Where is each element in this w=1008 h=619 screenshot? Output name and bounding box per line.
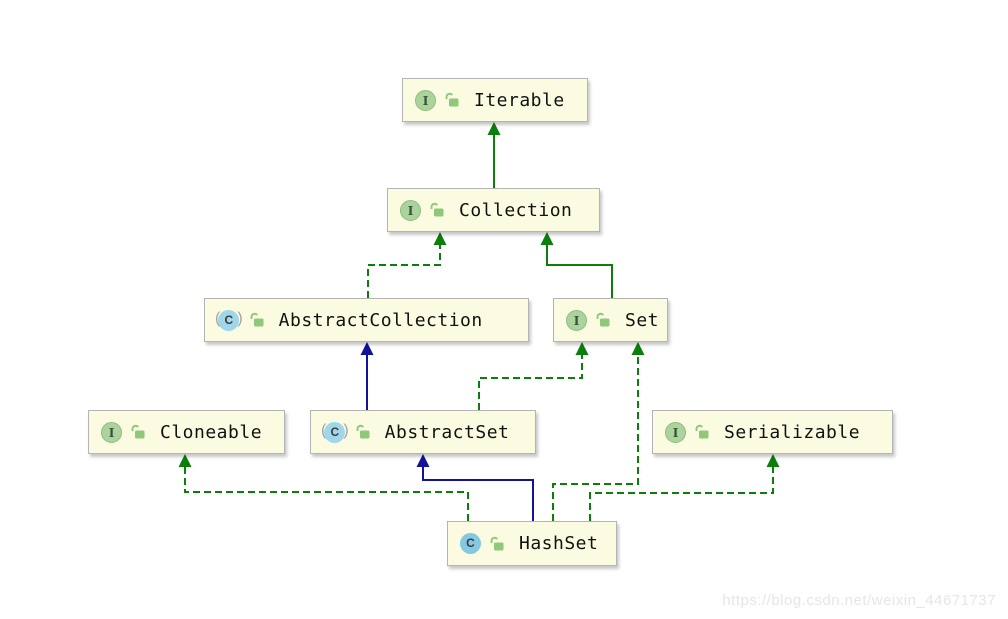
- class-node-iterable[interactable]: I Iterable: [402, 78, 588, 122]
- abstract-class-icon: (C): [321, 421, 349, 443]
- arrowhead-extends: [416, 454, 430, 467]
- edge-hash-set-implements-set: [552, 342, 645, 521]
- edge-set-extends-collection: [540, 232, 613, 298]
- arrowhead-implements: [433, 232, 447, 245]
- interface-icon: I: [400, 199, 421, 221]
- interface-icon: I: [101, 421, 122, 443]
- arrowhead-implements: [178, 454, 192, 467]
- edge-hash-set-extends-abstract-set: [416, 454, 534, 521]
- class-node-abstract-collection[interactable]: (C) AbstractCollection: [204, 298, 529, 342]
- arrowhead-implements: [631, 342, 645, 355]
- public-open-lock-icon: [595, 312, 611, 328]
- edge-abstract-set-extends-abstract-collection: [360, 342, 374, 410]
- class-name-label: AbstractCollection: [278, 309, 483, 331]
- class-name-label: Cloneable: [160, 421, 263, 443]
- interface-icon: I: [665, 421, 686, 443]
- public-open-lock-icon: [444, 92, 460, 108]
- edge-hash-set-implements-serializable: [589, 454, 780, 521]
- arrowhead-extends: [360, 342, 374, 355]
- class-node-serializable[interactable]: I Serializable: [652, 410, 893, 454]
- public-open-lock-icon: [355, 424, 371, 440]
- edge-hash-set-implements-cloneable: [178, 454, 469, 521]
- abstract-class-icon: (C): [215, 309, 243, 331]
- class-node-cloneable[interactable]: I Cloneable: [88, 410, 285, 454]
- edge-abstract-set-implements-set: [478, 342, 589, 410]
- public-open-lock-icon: [694, 424, 710, 440]
- class-name-label: Collection: [459, 199, 573, 221]
- public-open-lock-icon: [489, 536, 505, 552]
- edge-abstract-collection-implements-collection: [367, 232, 447, 298]
- arrowhead-implements: [766, 454, 780, 467]
- class-name-label: Set: [625, 309, 660, 331]
- class-node-collection[interactable]: I Collection: [387, 188, 600, 232]
- class-name-label: Iterable: [474, 89, 565, 111]
- class-icon: C: [460, 533, 481, 554]
- class-name-label: Serializable: [724, 421, 861, 443]
- class-name-label: HashSet: [519, 533, 599, 554]
- class-name-label: AbstractSet: [384, 421, 510, 443]
- watermark: https://blog.csdn.net/weixin_44671737: [722, 592, 996, 609]
- public-open-lock-icon: [130, 424, 146, 440]
- interface-icon: I: [415, 89, 436, 111]
- edge-collection-extends-iterable: [487, 122, 501, 188]
- public-open-lock-icon: [249, 312, 265, 328]
- arrowhead-extends: [540, 232, 554, 245]
- class-node-set[interactable]: I Set: [553, 298, 668, 342]
- class-node-hash-set[interactable]: C HashSet: [447, 521, 617, 566]
- interface-icon: I: [566, 309, 587, 331]
- class-node-abstract-set[interactable]: (C) AbstractSet: [310, 410, 536, 454]
- arrowhead-extends: [487, 122, 501, 135]
- arrowhead-implements: [575, 342, 589, 355]
- public-open-lock-icon: [429, 202, 445, 218]
